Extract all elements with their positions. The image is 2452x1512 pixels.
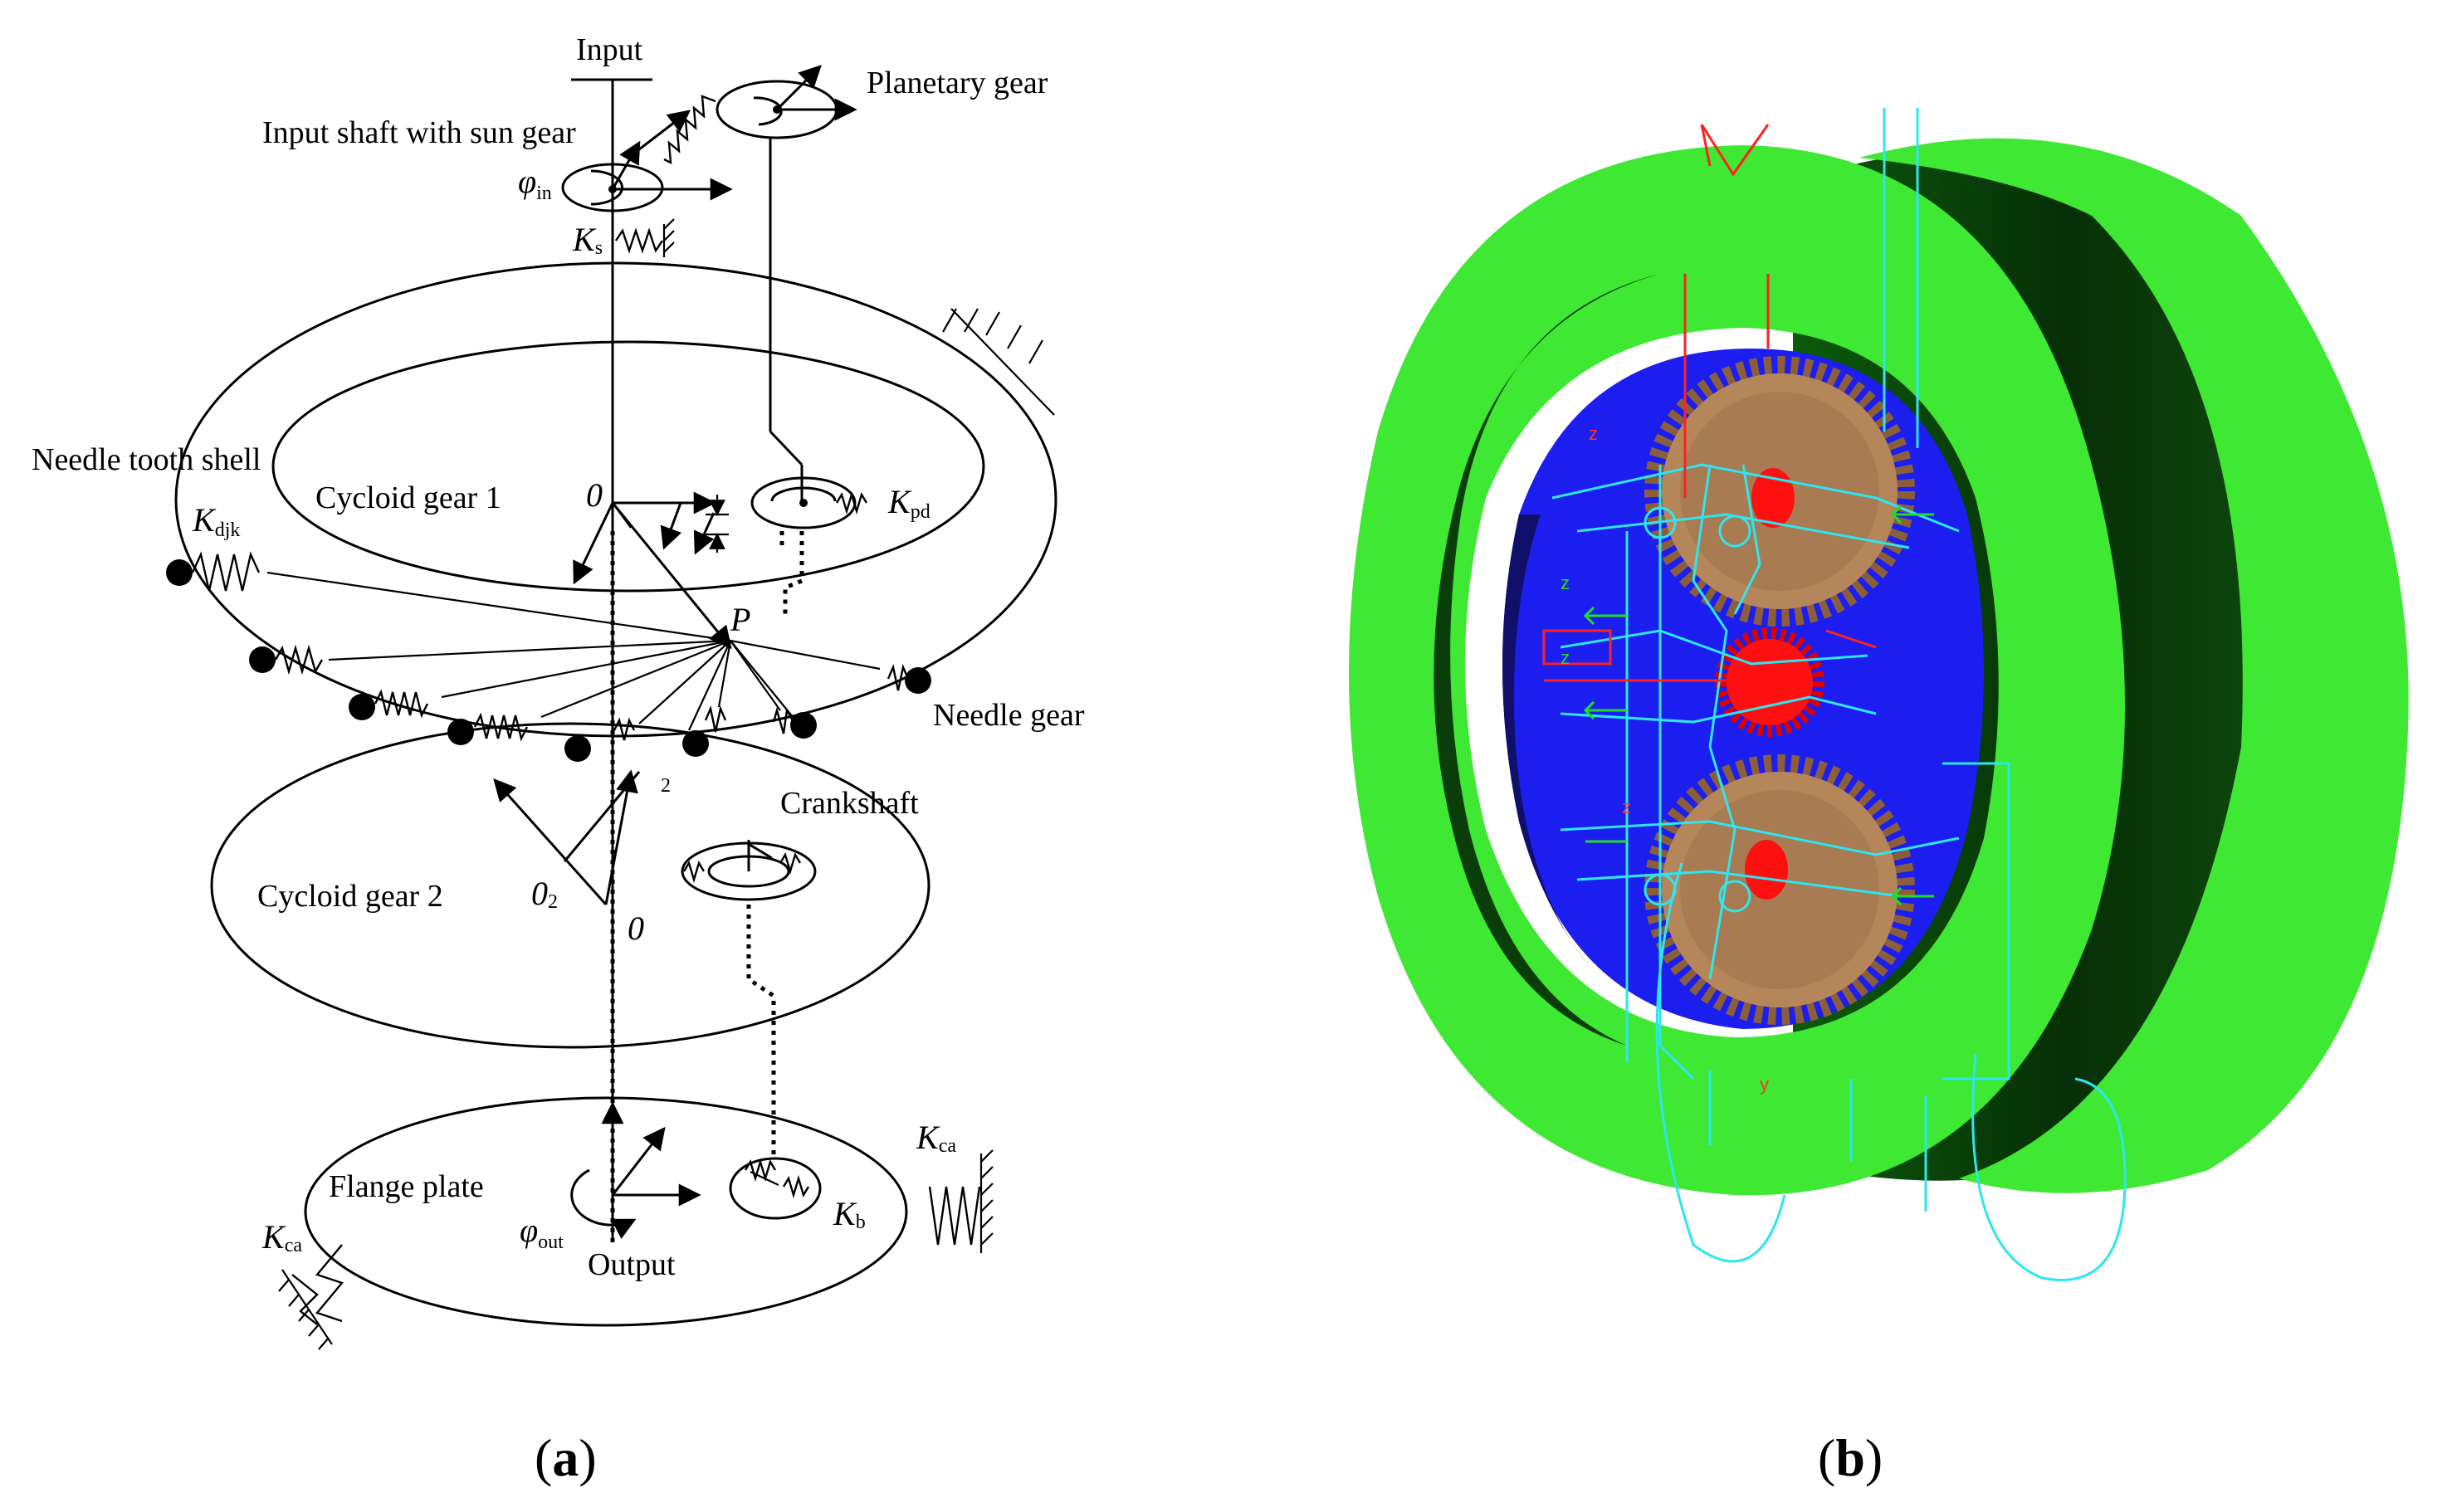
planetary-gear-symbol xyxy=(716,65,857,501)
label-o2: 02 xyxy=(531,875,558,913)
caption-b: (b) xyxy=(1818,1428,1883,1487)
caption-a: (a) xyxy=(535,1428,597,1487)
upper-origin-axes xyxy=(573,491,732,650)
label-crankshaft: Crankshaft xyxy=(780,786,919,821)
label-origin-1: 0 xyxy=(586,476,603,514)
cycloid-gear-2-ellipse xyxy=(210,722,930,1049)
needle-pin xyxy=(790,712,817,739)
needle-pin xyxy=(249,646,276,673)
flange-plate-ellipse xyxy=(304,1096,908,1327)
label-needle-tooth-shell: Needle tooth shell xyxy=(32,442,261,477)
label-needle-gear: Needle gear xyxy=(933,698,1085,733)
axis-mark: z xyxy=(1622,797,1631,817)
lower-crank-bearing xyxy=(681,840,817,901)
kca-left-spring xyxy=(278,1244,344,1350)
planet-gear-upper xyxy=(1644,356,1915,627)
axis-mark: z xyxy=(1561,647,1570,668)
ground-hatch-shell xyxy=(942,308,1055,416)
flange-plate-internals xyxy=(570,1101,822,1239)
label-kca-right: Kca xyxy=(916,1119,956,1157)
cyan-markers xyxy=(1551,108,2127,1281)
needle-tooth-shell-ellipse xyxy=(174,261,1057,738)
cycloid-gear-1-ellipse xyxy=(271,340,985,593)
label-planetary-gear: Planetary gear xyxy=(867,66,1048,100)
housing-back-rim xyxy=(1859,138,2409,1193)
label-cycloid-gear-1: Cycloid gear 1 xyxy=(315,480,501,515)
needle-mesh-springs xyxy=(191,551,910,742)
planet-gear-lower xyxy=(1644,754,1915,1025)
needle-pin xyxy=(166,559,193,586)
label-flange-plate: Flange plate xyxy=(329,1169,484,1204)
needle-pin xyxy=(905,667,931,694)
needle-pin xyxy=(682,730,709,757)
upper-crank-bearing xyxy=(750,476,868,614)
label-phi-in: φin xyxy=(518,163,552,204)
carrier-rim-dark xyxy=(1502,515,1594,971)
needle-pin xyxy=(349,694,375,720)
label-input-shaft: Input shaft with sun gear xyxy=(262,115,576,150)
label-output: Output xyxy=(588,1247,676,1282)
input-shaft xyxy=(561,78,733,1241)
label-origin-2: 0 xyxy=(628,910,644,947)
axis-mark: z xyxy=(1589,423,1598,444)
red-markers xyxy=(1542,124,1877,682)
housing-front-ring xyxy=(1349,145,2125,1196)
green-axis-arrows xyxy=(1583,505,1934,906)
label-sub-2: 2 xyxy=(661,775,671,797)
needle-pin xyxy=(564,735,591,762)
panel-b-3d-model: z z z z y (b) xyxy=(1349,108,2409,1487)
label-kpd: Kpd xyxy=(887,483,930,523)
panel-a-schematic: Input Planetary gear Input shaft with su… xyxy=(32,32,1085,1487)
kca-right-spring xyxy=(928,1149,994,1253)
sun-planet-mesh-spring xyxy=(663,95,716,165)
label-kb: Kb xyxy=(833,1195,866,1233)
dotted-crank-lower xyxy=(746,905,776,1158)
label-kca-left: Kca xyxy=(261,1218,302,1256)
lower-origin-axes xyxy=(493,769,641,905)
needle-pins xyxy=(166,559,931,762)
label-point-p: P xyxy=(730,601,750,638)
label-input: Input xyxy=(576,32,643,67)
axis-mark: y xyxy=(1760,1074,1769,1095)
label-ks: Ks xyxy=(572,221,603,259)
axis-mark: z xyxy=(1561,573,1570,593)
label-kdjk: Kdjk xyxy=(192,501,240,541)
label-cycloid-gear-2: Cycloid gear 2 xyxy=(257,879,443,914)
needle-pin xyxy=(447,719,474,745)
label-phi-out: φout xyxy=(520,1212,564,1253)
